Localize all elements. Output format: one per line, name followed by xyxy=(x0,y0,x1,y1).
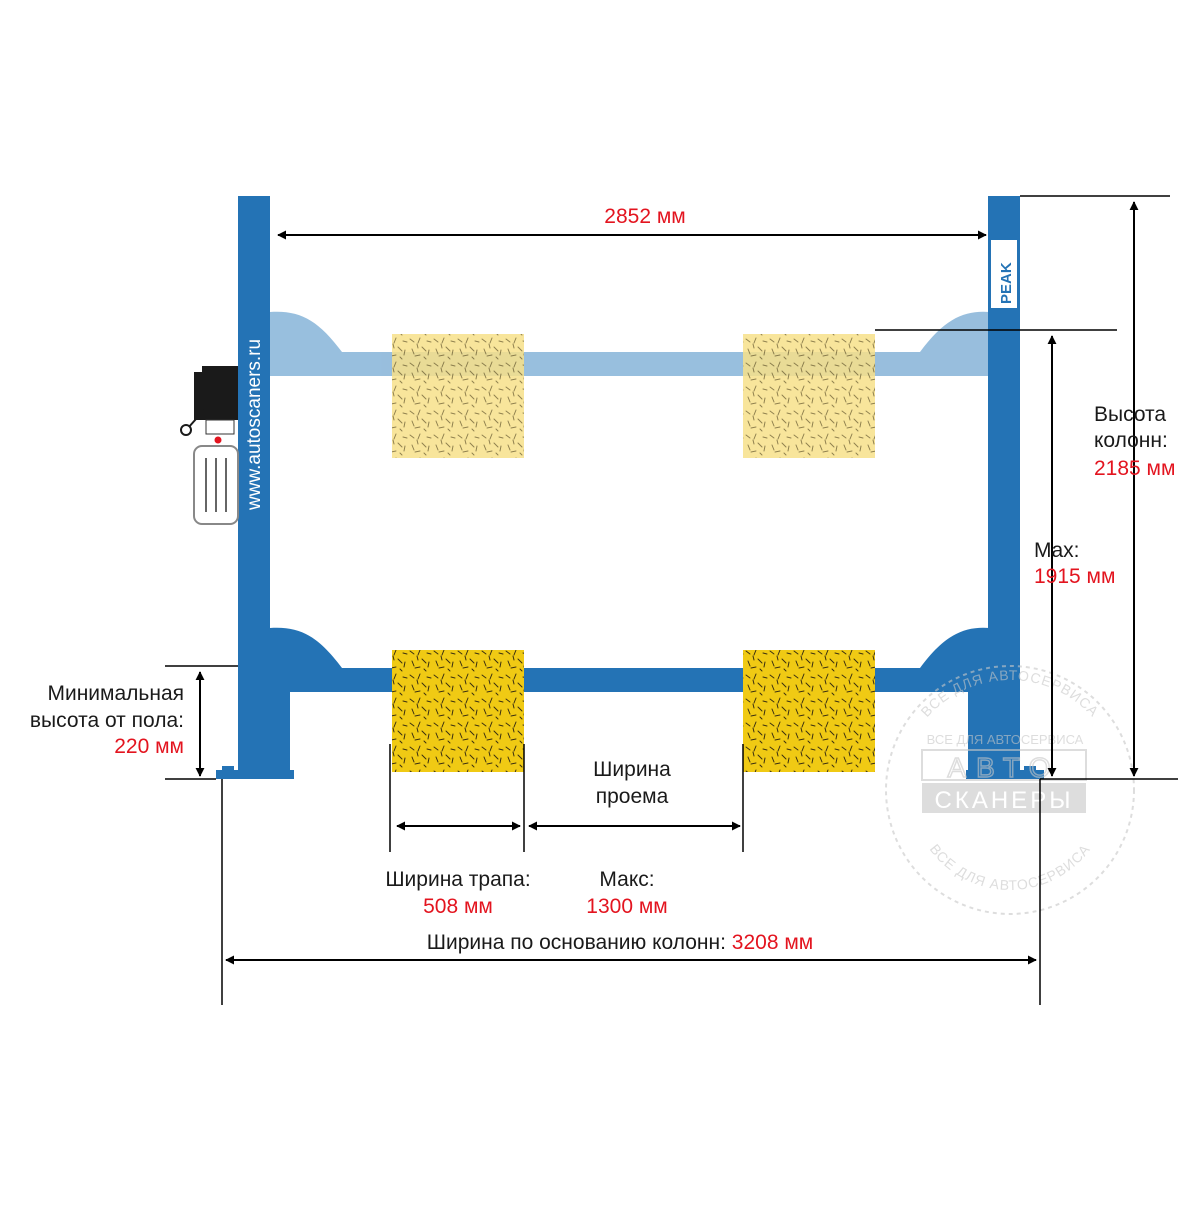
svg-text:ВСЕ ДЛЯ АВТОСЕРВИСА: ВСЕ ДЛЯ АВТОСЕРВИСА xyxy=(927,732,1084,747)
column-height-label: Высота колонн: xyxy=(1094,403,1168,452)
column-height-value: 2185 мм xyxy=(1094,457,1176,480)
peak-logo: PEAK xyxy=(991,240,1017,308)
lowered-pad-right xyxy=(743,650,875,772)
svg-text:СКАНЕРЫ: СКАНЕРЫ xyxy=(935,787,1074,814)
min-height-value: 220 мм xyxy=(114,735,184,758)
raised-pad-right xyxy=(743,334,875,458)
left-column xyxy=(216,196,294,779)
opening-max-value: 1300 мм xyxy=(586,895,668,918)
lowered-runway xyxy=(270,627,992,770)
max-height-label: Max: xyxy=(1034,539,1080,562)
lowered-pad-left xyxy=(392,650,524,772)
column-website-text: www.autoscaners.ru xyxy=(244,339,265,511)
svg-text:PEAK: PEAK xyxy=(998,262,1015,304)
raised-runway xyxy=(270,311,992,376)
base-width-caption: Ширина по основанию колонн: 3208 мм xyxy=(300,930,940,955)
dimension-arrows xyxy=(195,201,1139,965)
opening-label: Ширина проема xyxy=(593,758,671,808)
svg-text:ВСЕ ДЛЯ АВТОСЕРВИСА: ВСЕ ДЛЯ АВТОСЕРВИСА xyxy=(927,841,1094,893)
motor-unit-icon xyxy=(180,366,239,525)
min-height-label: Минимальная высота от пола: xyxy=(29,682,184,732)
pad-width-label: Ширина трапа: xyxy=(385,868,531,891)
raised-pad-left xyxy=(392,334,524,458)
max-height-value: 1915 мм xyxy=(1034,565,1116,588)
pad-width-value: 508 мм xyxy=(423,895,493,918)
top-width-value: 2852 мм xyxy=(604,205,686,228)
svg-text:АВТО: АВТО xyxy=(947,752,1060,783)
base-width-value: 3208 мм xyxy=(731,931,814,954)
opening-max-label: Макс: xyxy=(599,868,655,891)
base-width-label: Ширина по основанию колонн: xyxy=(426,931,726,954)
extension-lines xyxy=(165,195,1178,1005)
